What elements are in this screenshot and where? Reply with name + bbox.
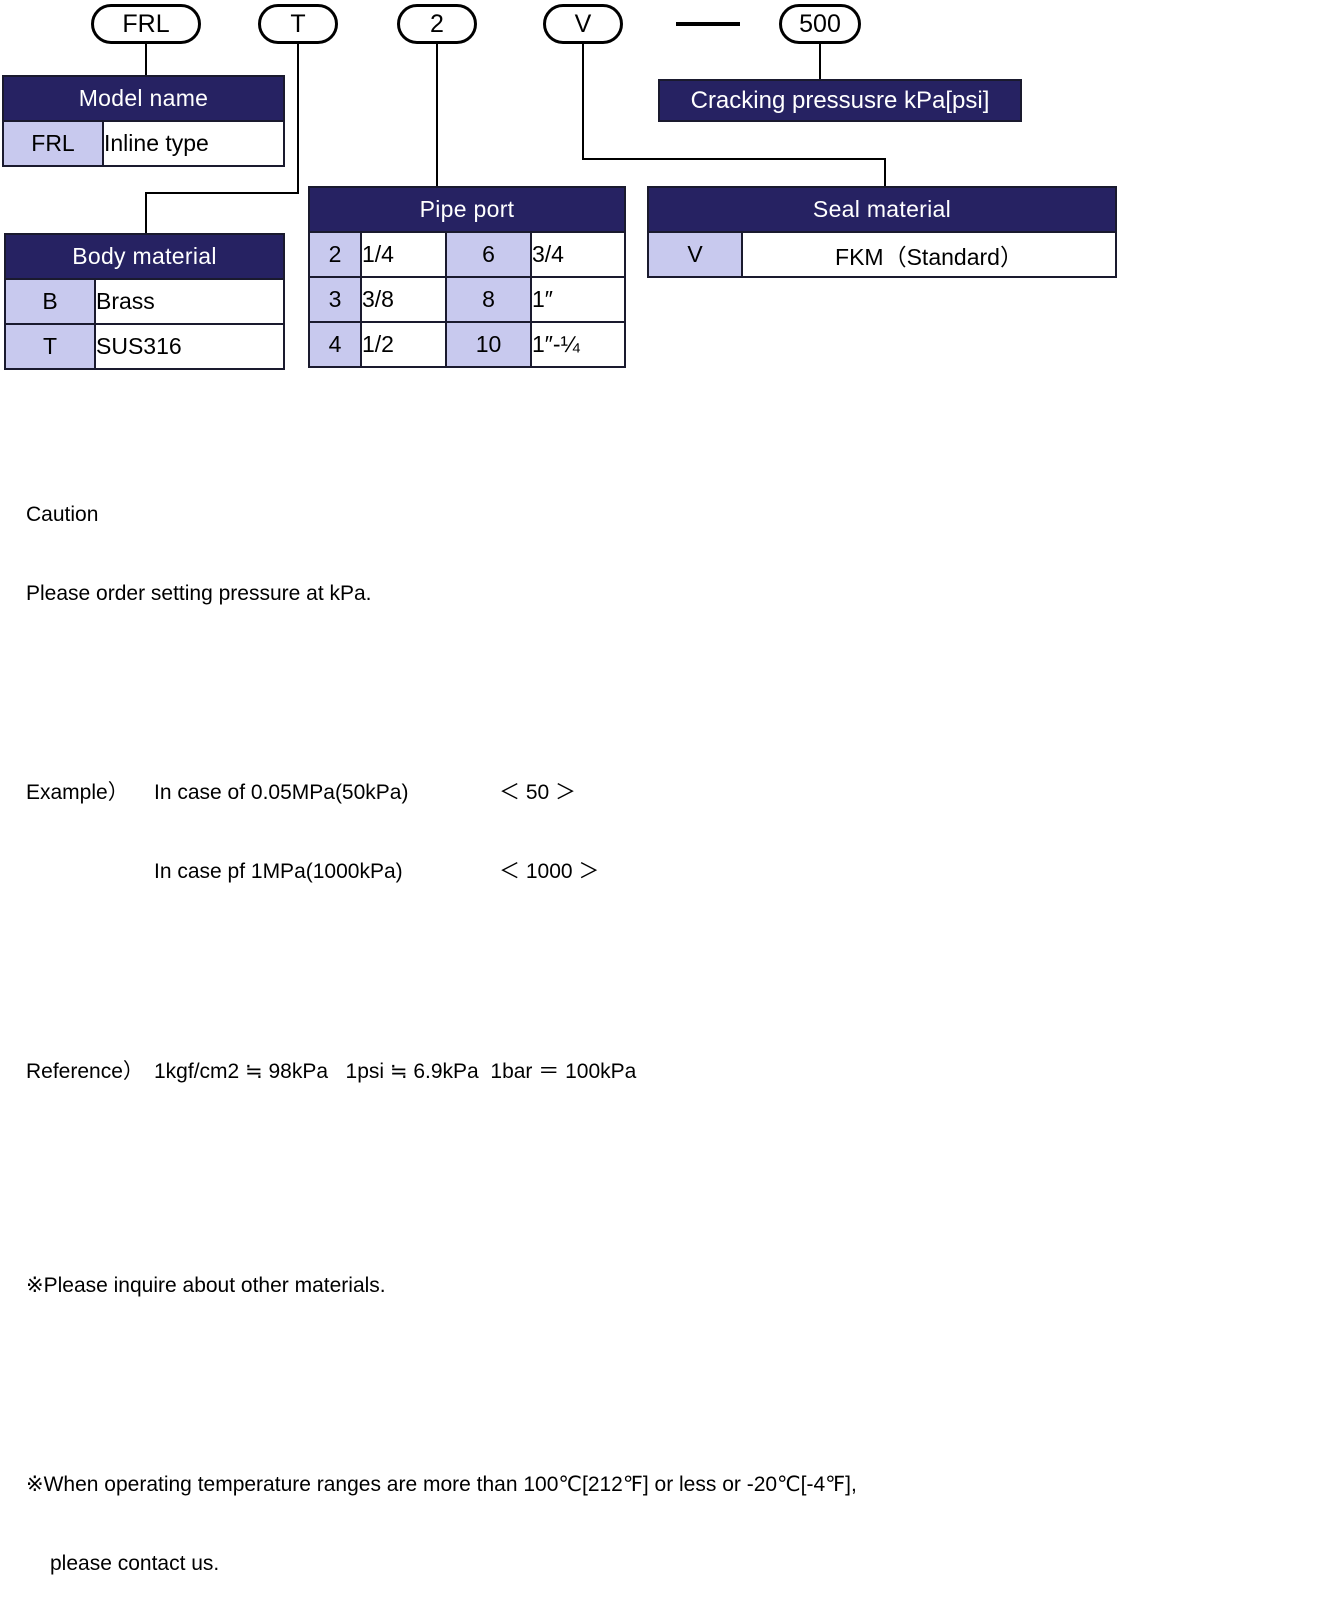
table-model-name: Model name FRL Inline type: [2, 75, 285, 167]
model-name-code-cell: FRL: [2, 120, 104, 167]
table-model-name-header: Model name: [2, 75, 285, 122]
example-row-1: Example） In case of 0.05MPa(50kPa) ＜ 50 …: [26, 780, 1286, 806]
table-seal-material-header: Seal material: [647, 186, 1117, 233]
example-label-blank: [26, 859, 154, 885]
code-bubble-pipe-port[interactable]: 2: [397, 4, 477, 44]
connector-pipe-port: [436, 44, 438, 186]
connector-seal-material-seg2: [582, 158, 886, 160]
asterisk-note-2-continued: please contact us.: [50, 1552, 220, 1575]
body-material-value-cell-t: SUS316: [94, 323, 285, 370]
example-label: Example）: [26, 781, 129, 805]
table-row: 4 1/2 10 1″-¼: [308, 321, 626, 368]
code-bubble-body-material[interactable]: T: [258, 4, 338, 44]
table-row: B Brass: [4, 278, 285, 325]
table-pipe-port: Pipe port 2 1/4 6 3/4 3 3/8 8 1″ 4 1/2 1…: [308, 186, 626, 368]
connector-body-material-seg3: [145, 192, 147, 235]
pipe-port-code-10: 10: [445, 321, 532, 368]
notes-block: Caution Please order setting pressure at…: [26, 423, 1286, 1604]
code-bubble-model-name[interactable]: FRL: [91, 4, 201, 44]
table-row: V FKM（Standard）: [647, 231, 1117, 278]
pipe-port-code-8: 8: [445, 276, 532, 323]
asterisk-note-1: ※Please inquire about other materials.: [26, 1273, 386, 1297]
reference-row: Reference） 1kgf/cm2 ≒ 98kPa 1psi ≒ 6.9kP…: [26, 1059, 1286, 1085]
pipe-port-code-4: 4: [308, 321, 362, 368]
pipe-port-value-8: 1″: [530, 276, 626, 323]
connector-model-name: [145, 44, 147, 77]
body-material-code-cell-t: T: [4, 323, 96, 370]
example-text-2: In case pf 1MPa(1000kPa): [154, 860, 403, 883]
reference-label: Reference）: [26, 1059, 144, 1083]
table-body-material-header: Body material: [4, 233, 285, 280]
pipe-port-value-6: 3/4: [530, 231, 626, 278]
asterisk-note-2: ※When operating temperature ranges are m…: [26, 1473, 857, 1497]
table-seal-material: Seal material V FKM（Standard）: [647, 186, 1117, 278]
reference-text: 1kgf/cm2 ≒ 98kPa 1psi ≒ 6.9kPa 1bar ＝ 10…: [154, 1059, 637, 1083]
connector-cracking-pressure: [819, 44, 821, 79]
table-row: FRL Inline type: [2, 120, 285, 167]
pipe-port-value-2: 1/4: [360, 231, 447, 278]
example-text-1: In case of 0.05MPa(50kPa): [154, 781, 409, 805]
seal-material-value-cell: FKM（Standard）: [741, 231, 1117, 278]
model-name-value-cell: Inline type: [102, 120, 285, 167]
cracking-pressure-label-box: Cracking pressusre kPa[psi]: [658, 79, 1022, 122]
body-material-code-cell-b: B: [4, 278, 96, 325]
example-value-1: ＜ 50 ＞: [499, 781, 577, 805]
table-body-material: Body material B Brass T SUS316: [4, 233, 285, 370]
pipe-port-code-6: 6: [445, 231, 532, 278]
connector-body-material-seg2: [145, 192, 299, 194]
table-row: T SUS316: [4, 323, 285, 370]
caution-title: Caution: [26, 502, 99, 526]
table-row: 3 3/8 8 1″: [308, 276, 626, 323]
pipe-port-value-3: 3/8: [360, 276, 447, 323]
pipe-port-code-3: 3: [308, 276, 362, 323]
connector-seal-material-seg3: [884, 158, 886, 186]
seal-material-code-cell: V: [647, 231, 743, 278]
pipe-port-code-2: 2: [308, 231, 362, 278]
code-bubble-cracking-pressure[interactable]: 500: [779, 4, 861, 44]
table-row: 2 1/4 6 3/4: [308, 231, 626, 278]
connector-body-material-seg1: [297, 44, 299, 194]
pipe-port-value-10: 1″-¼: [530, 321, 626, 368]
example-row-2: In case pf 1MPa(1000kPa) ＜ 1000 ＞: [26, 859, 1286, 885]
code-bubble-seal-material[interactable]: V: [543, 4, 623, 44]
table-pipe-port-header: Pipe port: [308, 186, 626, 233]
caution-text: Please order setting pressure at kPa.: [26, 581, 372, 605]
pipe-port-value-4: 1/2: [360, 321, 447, 368]
body-material-value-cell-b: Brass: [94, 278, 285, 325]
connector-seal-material-seg1: [582, 44, 584, 160]
example-value-2: ＜ 1000 ＞: [499, 860, 600, 883]
code-separator-dash: [676, 22, 740, 26]
